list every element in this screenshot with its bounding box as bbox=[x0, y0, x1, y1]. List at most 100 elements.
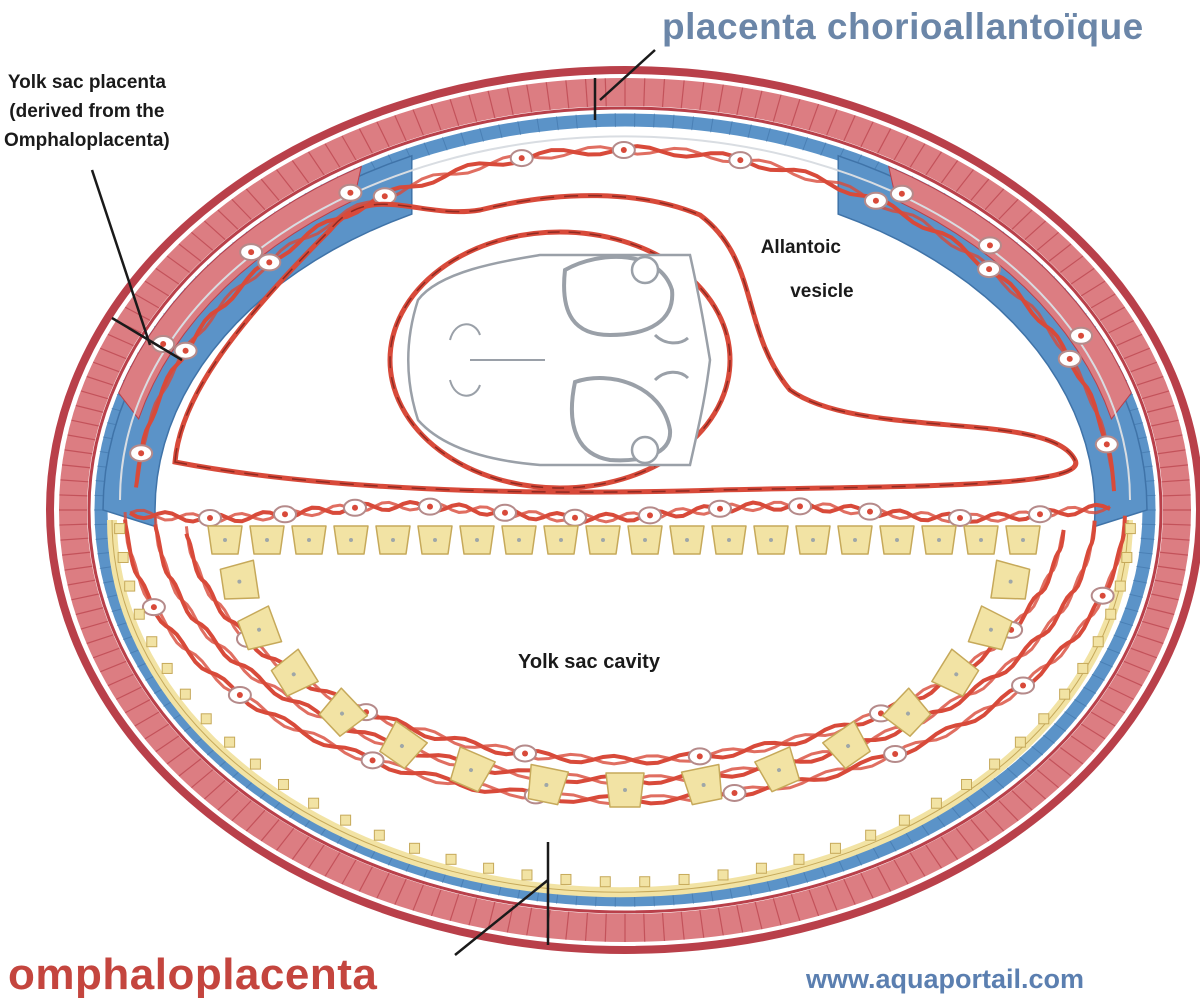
yolk-cell-nucleus bbox=[643, 538, 647, 542]
upper-vessel-node-core bbox=[266, 259, 272, 265]
upper-vessel-node-core bbox=[138, 450, 144, 456]
yolk-cell-nucleus bbox=[601, 538, 605, 542]
yolk-top-vessel-node-core bbox=[352, 505, 358, 511]
upper-vessel-node-core bbox=[986, 266, 992, 272]
blue-cell-divider bbox=[1142, 524, 1156, 525]
yolk-cell-top bbox=[502, 526, 536, 554]
yolk-cell-top bbox=[1006, 526, 1040, 554]
small-yolk-cell bbox=[125, 581, 135, 591]
yolk-cell-nucleus bbox=[937, 538, 941, 542]
small-yolk-cell bbox=[756, 863, 766, 873]
small-yolk-cell bbox=[1093, 637, 1103, 647]
yolk-cell-top bbox=[460, 526, 494, 554]
yolk-cell-top bbox=[796, 526, 830, 554]
yolk-cell-top bbox=[418, 526, 452, 554]
small-yolk-cell bbox=[794, 854, 804, 864]
small-yolk-cell bbox=[718, 870, 728, 880]
yolk-cell-bowl bbox=[220, 560, 259, 603]
small-yolk-cell bbox=[250, 759, 260, 769]
allantoic-vesicle-label: Allantoic vesicle bbox=[748, 226, 854, 314]
lower-vessel-node-core bbox=[697, 753, 703, 759]
upper-vessel-node-core bbox=[1067, 356, 1073, 362]
small-yolk-cell bbox=[115, 524, 125, 534]
blue-cell-divider bbox=[94, 524, 108, 525]
yolk-cell-nucleus bbox=[853, 538, 857, 542]
yolk-top-vessel-node-core bbox=[957, 515, 963, 521]
small-yolk-cell bbox=[180, 689, 190, 699]
yolk-cell-top bbox=[334, 526, 368, 554]
yolk-cell-nucleus bbox=[895, 538, 899, 542]
small-yolk-cell bbox=[1078, 663, 1088, 673]
yolk-cell-nucleus bbox=[623, 788, 627, 792]
small-yolk-cell bbox=[446, 854, 456, 864]
yolk-cell-bowl bbox=[269, 649, 318, 699]
lower-vessel-node-core bbox=[151, 604, 157, 610]
yolk-cell-nucleus bbox=[475, 538, 479, 542]
yolk-cell-top bbox=[880, 526, 914, 554]
small-yolk-cell bbox=[1125, 524, 1135, 534]
small-yolk-cell bbox=[225, 737, 235, 747]
yolk-cell-top bbox=[586, 526, 620, 554]
small-yolk-cell bbox=[1106, 609, 1116, 619]
yolk-cell-nucleus bbox=[1021, 538, 1025, 542]
yolk-cell-top bbox=[208, 526, 242, 554]
yolk-cell-top bbox=[712, 526, 746, 554]
yolk-cell-bowl bbox=[991, 560, 1030, 603]
small-yolk-cell bbox=[640, 877, 650, 887]
yolk-cell-bowl bbox=[968, 606, 1013, 653]
embryo bbox=[408, 255, 710, 465]
yolk-cell-top bbox=[292, 526, 326, 554]
small-yolk-cell bbox=[118, 552, 128, 562]
small-yolk-cell bbox=[162, 663, 172, 673]
small-yolk-cell bbox=[990, 759, 1000, 769]
lower-vessel-node-core bbox=[1100, 593, 1106, 599]
small-yolk-cell bbox=[374, 830, 384, 840]
small-yolk-cell bbox=[962, 779, 972, 789]
yolk-cell-nucleus bbox=[811, 538, 815, 542]
yolk-top-vessel-node-core bbox=[717, 506, 723, 512]
small-yolk-cell bbox=[1060, 689, 1070, 699]
small-yolk-cell bbox=[134, 609, 144, 619]
upper-vessel-node-core bbox=[873, 198, 879, 204]
yolk-top-vessel-node-core bbox=[207, 515, 213, 521]
yolk-top-vessel-node-core bbox=[797, 503, 803, 509]
yolk-cell-top bbox=[670, 526, 704, 554]
small-yolk-cell bbox=[830, 843, 840, 853]
yolk-cell-nucleus bbox=[727, 538, 731, 542]
small-yolk-cell bbox=[341, 815, 351, 825]
lower-vessel-node-core bbox=[732, 790, 738, 796]
small-yolk-cell bbox=[866, 830, 876, 840]
lower-vessel-node-core bbox=[522, 750, 528, 756]
upper-vessel-node-core bbox=[382, 193, 388, 199]
yolk-cell-nucleus bbox=[769, 538, 773, 542]
side-vessel-node-core bbox=[248, 249, 254, 255]
yolk-top-vessel-node-core bbox=[427, 504, 433, 510]
small-yolk-cell bbox=[600, 877, 610, 887]
small-yolk-cell bbox=[410, 843, 420, 853]
lower-vessel-3 bbox=[186, 530, 1063, 763]
yolk-top-vessel-node-core bbox=[282, 511, 288, 517]
yolk-cell-nucleus bbox=[223, 538, 227, 542]
watermark: www.aquaportail.com bbox=[806, 964, 1084, 995]
small-yolk-cell bbox=[561, 874, 571, 884]
upper-vessel-node-core bbox=[183, 348, 189, 354]
yolk-cell-nucleus bbox=[979, 538, 983, 542]
small-yolk-cell bbox=[278, 779, 288, 789]
yolk-cell-top bbox=[754, 526, 788, 554]
yolk-cell-top bbox=[838, 526, 872, 554]
outer-uterine-wall bbox=[50, 70, 1200, 950]
yolk-cell-nucleus bbox=[265, 538, 269, 542]
chorioallantoic-placenta-title: placenta chorioallantoïque bbox=[662, 6, 1144, 48]
embryo-upper-node bbox=[632, 257, 658, 283]
yolk-cell-top bbox=[544, 526, 578, 554]
small-yolk-cell bbox=[1039, 714, 1049, 724]
small-yolk-cell bbox=[899, 815, 909, 825]
lower-vessel-node-core bbox=[237, 692, 243, 698]
lower-vessel-node-core bbox=[892, 751, 898, 757]
upper-vessel-node-core bbox=[621, 147, 627, 153]
omphaloplacenta-title: omphaloplacenta bbox=[8, 950, 377, 1000]
yolk-top-vessel-node-core bbox=[647, 512, 653, 518]
small-yolk-cell bbox=[201, 714, 211, 724]
yolk-cell-top bbox=[376, 526, 410, 554]
